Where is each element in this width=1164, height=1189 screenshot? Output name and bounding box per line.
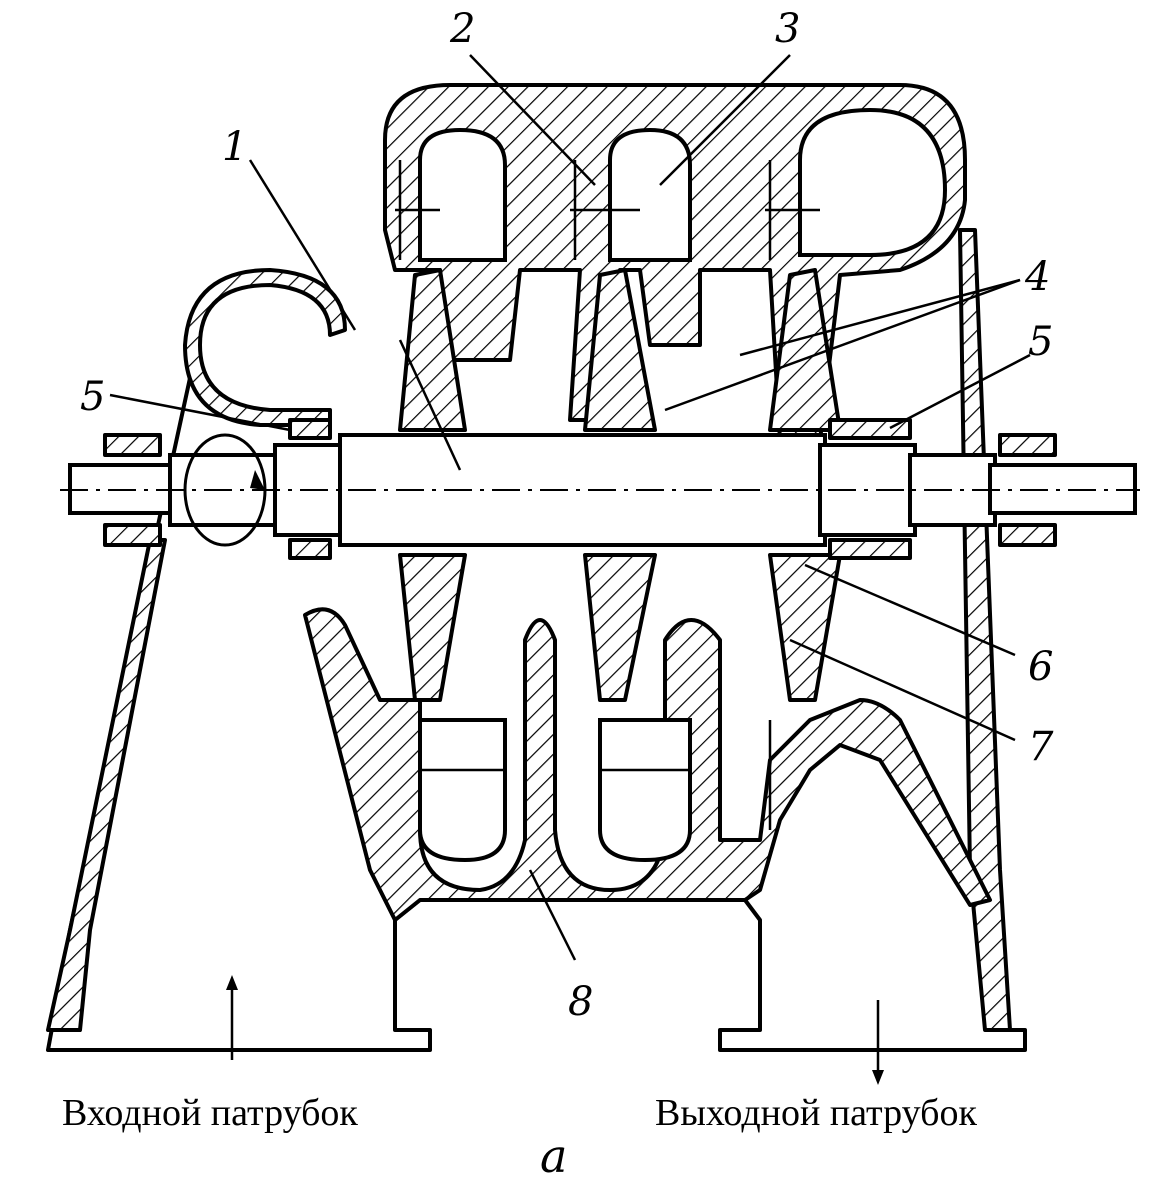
label-2: 2 (449, 6, 475, 52)
label-5-left: 5 (80, 374, 105, 420)
impellers (398, 268, 842, 702)
label-6: 6 (1028, 644, 1053, 690)
label-4: 4 (1024, 254, 1050, 300)
lower-casing (303, 607, 992, 922)
label-5-right: 5 (1028, 319, 1053, 365)
figure-sublabel: а (540, 1129, 567, 1183)
leader-lines (109, 54, 1031, 961)
outlet-caption: Выходной патрубок (655, 1092, 977, 1134)
label-8: 8 (568, 979, 593, 1025)
inlet-flow-arrow-icon (226, 975, 238, 1060)
label-7: 7 (1028, 724, 1054, 770)
outlet-flow-arrow-icon (872, 1000, 884, 1085)
rotation-arrow-icon (183, 433, 267, 547)
bearings (103, 433, 1057, 547)
inlet-volute (183, 268, 347, 427)
callouts: 1 2 3 4 5 5 6 7 8 (80, 6, 1054, 1025)
inlet-caption: Входной патрубок (62, 1092, 358, 1134)
label-1: 1 (222, 124, 247, 170)
label-3: 3 (775, 6, 800, 52)
upper-casing (383, 83, 967, 442)
